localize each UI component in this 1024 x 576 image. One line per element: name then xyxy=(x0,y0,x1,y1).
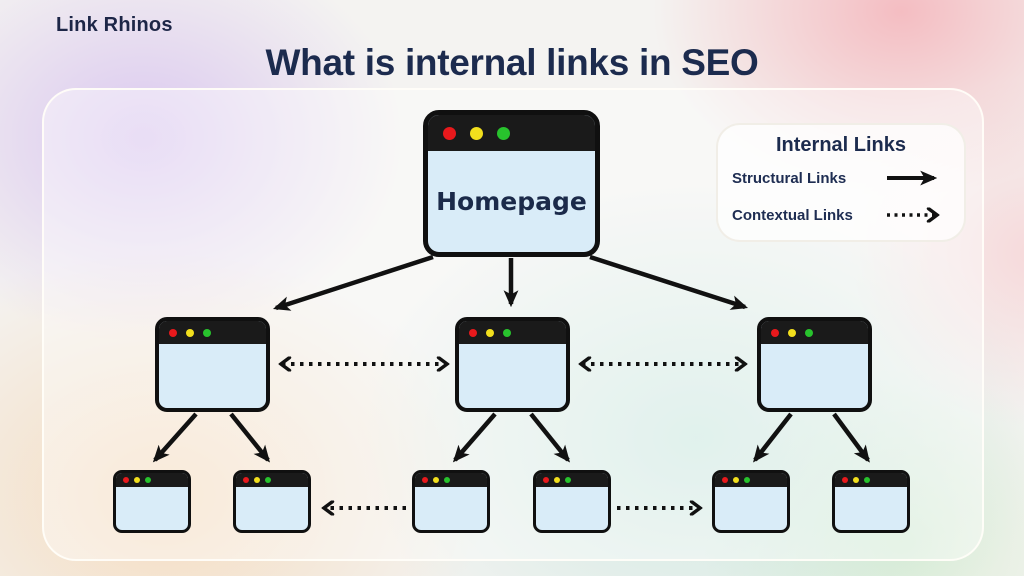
window-dot-green-icon xyxy=(145,477,151,483)
window-titlebar xyxy=(116,473,188,487)
window-dot-yellow-icon xyxy=(433,477,439,483)
homepage-label: Homepage xyxy=(436,187,587,216)
window-dot-red-icon xyxy=(469,328,477,337)
window-dot-green-icon xyxy=(203,328,211,337)
page-window-2 xyxy=(233,470,311,533)
brand-logo: Link Rhinos xyxy=(56,14,173,36)
page-window-3 xyxy=(412,470,490,533)
legend-box: Internal Links Structural Links Contextu… xyxy=(716,123,966,242)
window-dot-red-icon xyxy=(123,477,129,483)
window-dot-red-icon xyxy=(771,328,779,337)
legend-item-contextual: Contextual Links xyxy=(732,203,950,227)
category-window-1 xyxy=(155,317,270,412)
structural-links-label: Structural Links xyxy=(732,169,847,187)
page-window-1 xyxy=(113,470,191,533)
structural-arrow-icon xyxy=(887,170,938,186)
homepage-window: Homepage xyxy=(423,110,600,257)
window-dot-yellow-icon xyxy=(788,328,796,337)
window-dot-green-icon xyxy=(444,477,450,483)
window-dot-yellow-icon xyxy=(134,477,140,483)
window-titlebar xyxy=(159,321,266,344)
window-dot-red-icon xyxy=(422,477,428,483)
window-dot-yellow-icon xyxy=(470,126,483,140)
window-titlebar xyxy=(415,473,487,487)
contextual-arrow-icon xyxy=(887,206,950,224)
page-window-4 xyxy=(533,470,611,533)
page-window-6 xyxy=(832,470,910,533)
window-dot-yellow-icon xyxy=(733,477,739,483)
window-titlebar xyxy=(715,473,787,487)
window-dot-red-icon xyxy=(443,126,456,140)
window-dot-green-icon xyxy=(805,328,813,337)
window-dot-red-icon xyxy=(169,328,177,337)
window-dot-red-icon xyxy=(543,477,549,483)
window-dot-green-icon xyxy=(497,126,510,140)
window-titlebar xyxy=(236,473,308,487)
window-titlebar xyxy=(536,473,608,487)
window-titlebar xyxy=(428,115,595,151)
window-body: Homepage xyxy=(428,151,595,252)
window-dot-green-icon xyxy=(565,477,571,483)
window-dot-red-icon xyxy=(722,477,728,483)
window-dot-green-icon xyxy=(744,477,750,483)
window-dot-green-icon xyxy=(265,477,271,483)
window-dot-yellow-icon xyxy=(554,477,560,483)
window-dot-yellow-icon xyxy=(486,328,494,337)
category-window-2 xyxy=(455,317,570,412)
window-titlebar xyxy=(835,473,907,487)
legend-title: Internal Links xyxy=(775,134,907,156)
window-dot-yellow-icon xyxy=(254,477,260,483)
window-dot-yellow-icon xyxy=(186,328,194,337)
window-dot-green-icon xyxy=(503,328,511,337)
page-title: What is internal links in SEO xyxy=(265,42,759,83)
category-window-3 xyxy=(757,317,872,412)
contextual-links-label: Contextual Links xyxy=(732,206,853,224)
window-dot-red-icon xyxy=(842,477,848,483)
page-window-5 xyxy=(712,470,790,533)
window-dot-green-icon xyxy=(864,477,870,483)
window-dot-red-icon xyxy=(243,477,249,483)
window-titlebar xyxy=(459,321,566,344)
legend-item-structural: Structural Links xyxy=(732,166,950,190)
window-dot-yellow-icon xyxy=(853,477,859,483)
window-titlebar xyxy=(761,321,868,344)
